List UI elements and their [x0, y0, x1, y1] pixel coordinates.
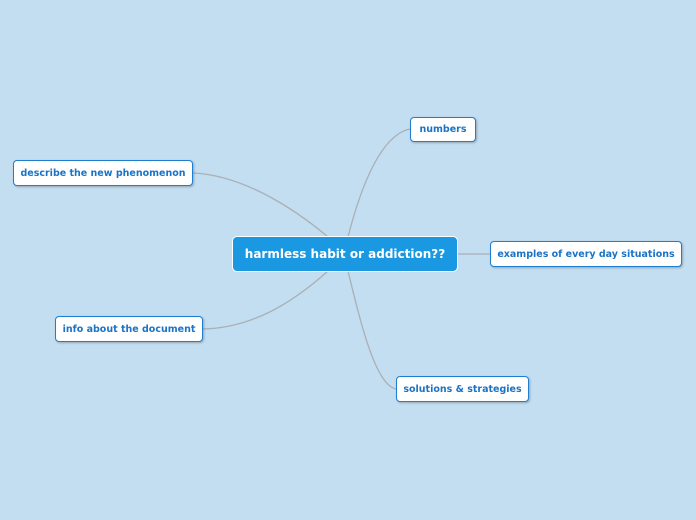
topic-label: solutions & strategies: [403, 383, 522, 395]
central-topic[interactable]: harmless habit or addiction??: [232, 236, 458, 272]
topic-solutions[interactable]: solutions & strategies: [396, 376, 529, 402]
topic-numbers[interactable]: numbers: [410, 117, 476, 142]
topic-label: describe the new phenomenon: [20, 167, 186, 179]
topic-label: numbers: [419, 124, 467, 135]
topic-examples[interactable]: examples of every day situations: [490, 241, 682, 267]
topic-label: examples of every day situations: [497, 248, 675, 260]
topic-info-document[interactable]: info about the document: [55, 316, 203, 342]
central-topic-label: harmless habit or addiction??: [244, 247, 446, 261]
topic-describe-phenomenon[interactable]: describe the new phenomenon: [13, 160, 193, 186]
topic-label: info about the document: [62, 323, 196, 335]
